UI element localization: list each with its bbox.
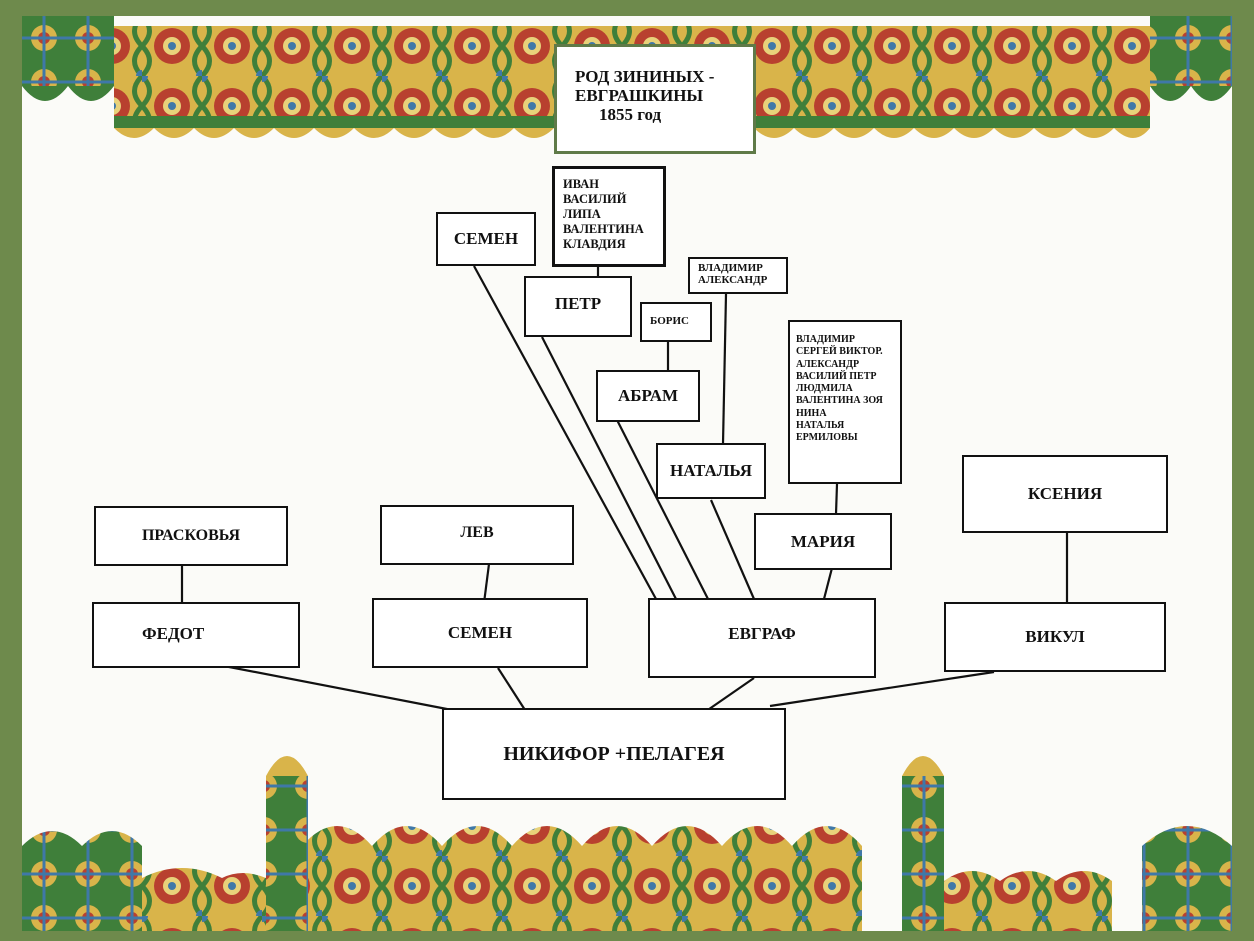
tree-connectors [180,265,1069,715]
root-node[interactable]: НИКИФОР +ПЕЛАГЕЯ [442,708,786,800]
evgraf-child-petr[interactable]: ПЕТР [524,276,632,337]
mariya-children-list[interactable]: ВЛАДИМИР СЕРГЕЙ ВИКТОР. АЛЕКСАНДР ВАСИЛИ… [788,320,902,484]
child-label: ВИКУЛ [1025,627,1085,646]
grandchildren-label: ВЛАДИМИР АЛЕКСАНДР [698,262,768,286]
title-line-1: РОД ЗИНИНЫХ - [575,67,715,86]
title-year: 1855 год [599,105,662,124]
child-node-semen[interactable]: СЕМЕН [372,598,588,668]
evgraf-child-label: НАТАЛЬЯ [669,461,753,480]
spouse-label: ПРАСКОВЬЯ [141,527,241,544]
spouse-node-kseniya[interactable]: КСЕНИЯ [962,455,1168,533]
natalya-children-list[interactable]: ВЛАДИМИР АЛЕКСАНДР [688,257,788,294]
child-node-fedot[interactable]: ФЕДОТ [92,602,300,668]
evgraf-child-natalya[interactable]: НАТАЛЬЯ [656,443,766,499]
spouse-node-praskovya[interactable]: ПРАСКОВЬЯ [94,506,288,566]
evgraf-child-mariya[interactable]: МАРИЯ [754,513,892,570]
evgraf-child-label: АБРАМ [617,386,679,405]
evgraf-child-label: МАРИЯ [790,531,856,551]
child-node-vikul[interactable]: ВИКУЛ [944,602,1166,672]
child-label: ЕВГРАФ [728,624,796,643]
child-label: СЕМЕН [447,623,513,642]
evgraf-child-label: ПЕТР [554,294,602,313]
family-title: РОД ЗИНИНЫХ - ЕВГРАШКИНЫ 1855 год [554,44,756,154]
spouse-label: КСЕНИЯ [1027,484,1103,503]
grandchildren-label: БОРИС [650,314,689,327]
tree-board: РОД ЗИНИНЫХ - ЕВГРАШКИНЫ 1855 год НИКИФО… [22,16,1232,931]
evgraf-child-semen[interactable]: СЕМЕН [436,212,536,266]
evgraf-child-label: СЕМЕН [453,229,519,248]
evgraf-child-abram[interactable]: АБРАМ [596,370,700,422]
spouse-label: ЛЕВ [460,524,494,541]
grandchildren-label: ВЛАДИМИР СЕРГЕЙ ВИКТОР. АЛЕКСАНДР ВАСИЛИ… [796,334,883,444]
petr-children-list[interactable]: ИВАН ВАСИЛИЙ ЛИПА ВАЛЕНТИНА КЛАВДИЯ [552,166,666,267]
child-node-evgraf[interactable]: ЕВГРАФ [648,598,876,678]
child-label: ФЕДОТ [142,624,205,643]
root-label: НИКИФОР +ПЕЛАГЕЯ [503,742,725,765]
spouse-node-lev[interactable]: ЛЕВ [380,505,574,565]
grandchildren-label: ИВАН ВАСИЛИЙ ЛИПА ВАЛЕНТИНА КЛАВДИЯ [563,177,644,251]
title-line-2: ЕВГРАШКИНЫ [575,86,704,105]
abram-children-list[interactable]: БОРИС [640,302,712,342]
ornament-decoration [22,16,1232,931]
